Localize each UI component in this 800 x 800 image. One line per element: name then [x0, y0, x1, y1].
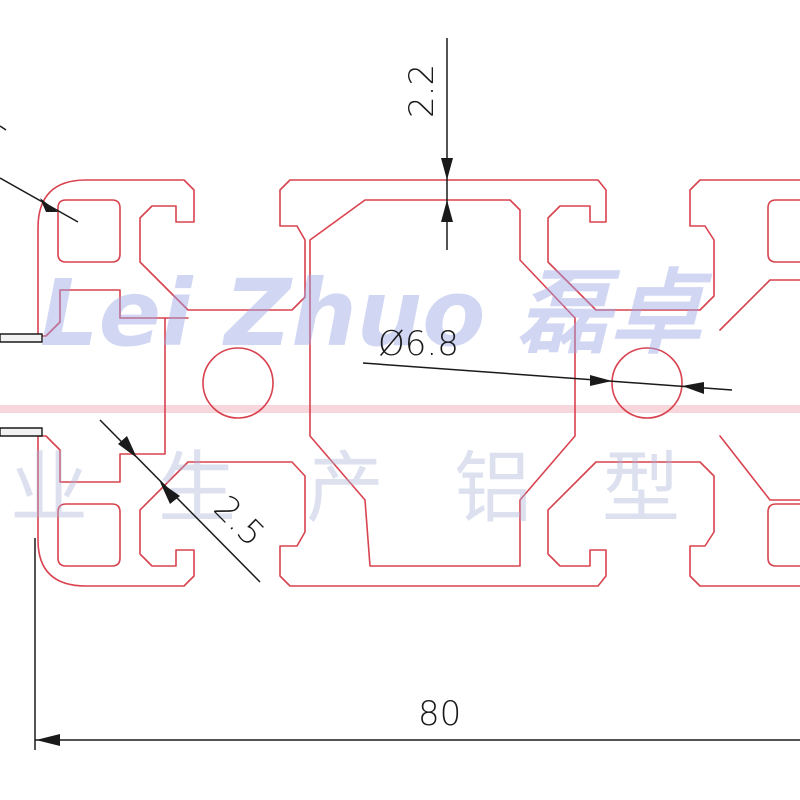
corner-cavity-bottom-right [767, 503, 800, 567]
dim-arrow-hole-left [590, 375, 612, 386]
dim-arrow-width-left [36, 734, 60, 746]
left-mount-rail-top [0, 333, 43, 343]
profile-cross-section [0, 179, 800, 587]
dim-arrow-web-top [118, 436, 137, 458]
chamber-right [719, 279, 800, 501]
corner-cavity-top-left [57, 199, 121, 263]
watermark-tagline: 业生产铝型 [10, 444, 750, 534]
leader-line-offscreen [0, 125, 7, 131]
dim-arrow-web-bottom [160, 482, 180, 504]
leader-line-corner-radius [0, 177, 79, 223]
center-hole-left [202, 347, 274, 419]
leader-arrow-corner [40, 198, 58, 212]
dim-label-wall-thickness: 2.2 [402, 64, 442, 118]
dim-label-hole-diameter: Ø6.8 [378, 324, 459, 364]
dim-label-overall-width: 80 [418, 694, 461, 734]
dim-arrow-wall-top [441, 158, 453, 180]
dim-arrow-hole-right [682, 382, 704, 394]
corner-cavity-bottom-left [57, 503, 121, 567]
corner-cavity-top-right [767, 199, 800, 263]
center-hole-right [611, 347, 683, 419]
dim-arrow-wall-bottom [441, 200, 453, 222]
chamber-left [309, 199, 576, 567]
watermark-brand: Lei Zhuo 磊卓 [40, 260, 713, 367]
left-slot-inner-edge [37, 289, 166, 483]
profile-outer-contour [37, 179, 800, 587]
left-mount-rail-bottom [0, 427, 43, 437]
dim-line-hole-diameter [362, 362, 733, 391]
watermark-band [0, 405, 800, 413]
